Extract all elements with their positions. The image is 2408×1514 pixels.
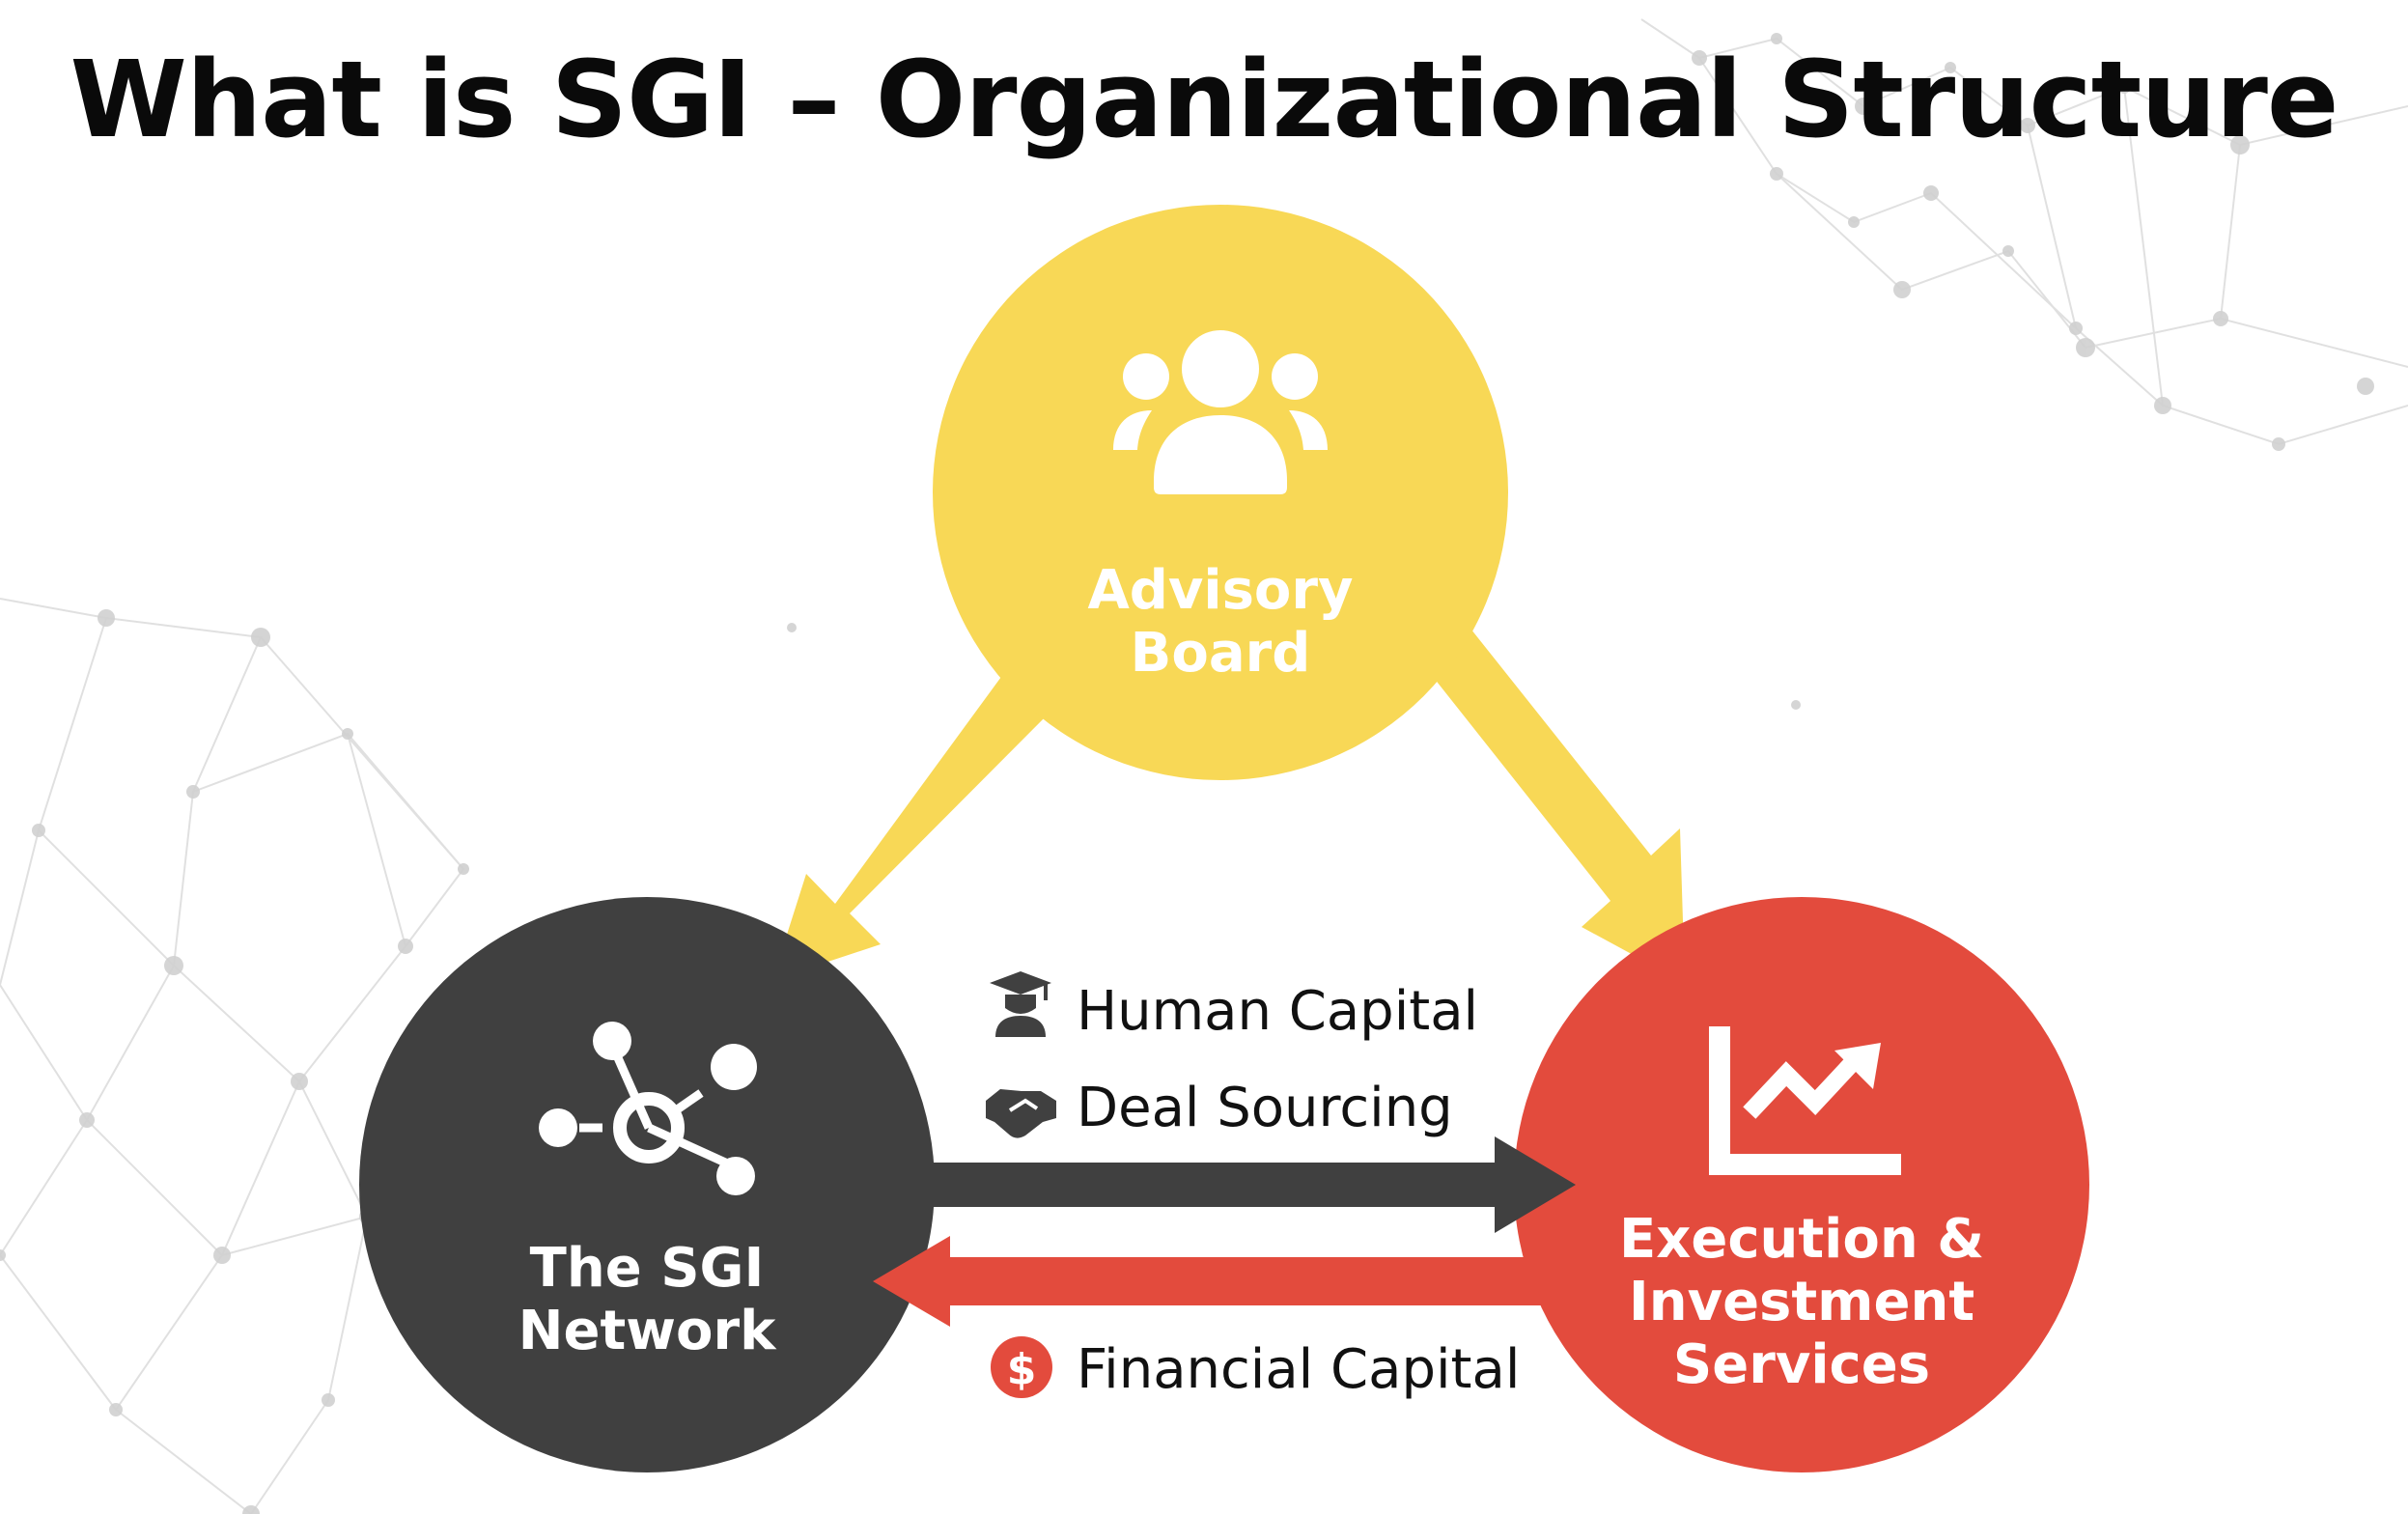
- sgi-network-label: The SGI Network: [518, 1237, 777, 1362]
- growth-chart-icon: [1709, 1026, 1901, 1175]
- advisory-to-execution-arrow: [1412, 610, 1685, 983]
- handshake-icon: [986, 1089, 1056, 1138]
- advisory-board-line1: Advisory: [1087, 559, 1353, 622]
- graduate-icon: [990, 971, 1051, 1037]
- sgi-network-line1: The SGI: [530, 1237, 765, 1300]
- financial-capital-label: Financial Capital: [1077, 1338, 1520, 1401]
- advisory-to-network-arrow: [772, 666, 1054, 980]
- execution-line2: Investment: [1629, 1271, 1974, 1333]
- advisory-board-line2: Board: [1131, 622, 1311, 685]
- human-capital-item: Human Capital: [990, 971, 1478, 1043]
- page-title: What is SGI – Organizational Structure: [70, 38, 2339, 161]
- network-hub-icon: [539, 1022, 757, 1195]
- financial-capital-item: $ Financial Capital: [991, 1336, 1520, 1401]
- execution-line3: Services: [1673, 1333, 1930, 1396]
- execution-to-network-arrow: [873, 1236, 1545, 1327]
- execution-line1: Execution &: [1619, 1208, 1984, 1271]
- group-people-icon: [1113, 330, 1328, 494]
- deal-sourcing-label: Deal Sourcing: [1077, 1077, 1453, 1139]
- advisory-board-label: Advisory Board: [1087, 559, 1353, 685]
- human-capital-label: Human Capital: [1077, 980, 1478, 1043]
- sgi-network-circle: [359, 897, 935, 1472]
- network-to-execution-arrow: [931, 1136, 1576, 1233]
- deal-sourcing-item: Deal Sourcing: [986, 1077, 1453, 1139]
- dollar-coin-icon: $: [991, 1336, 1052, 1398]
- sgi-network-line2: Network: [518, 1300, 777, 1362]
- svg-text:$: $: [1007, 1345, 1037, 1394]
- execution-label: Execution & Investment Services: [1619, 1208, 1984, 1396]
- execution-circle: [1514, 897, 2089, 1472]
